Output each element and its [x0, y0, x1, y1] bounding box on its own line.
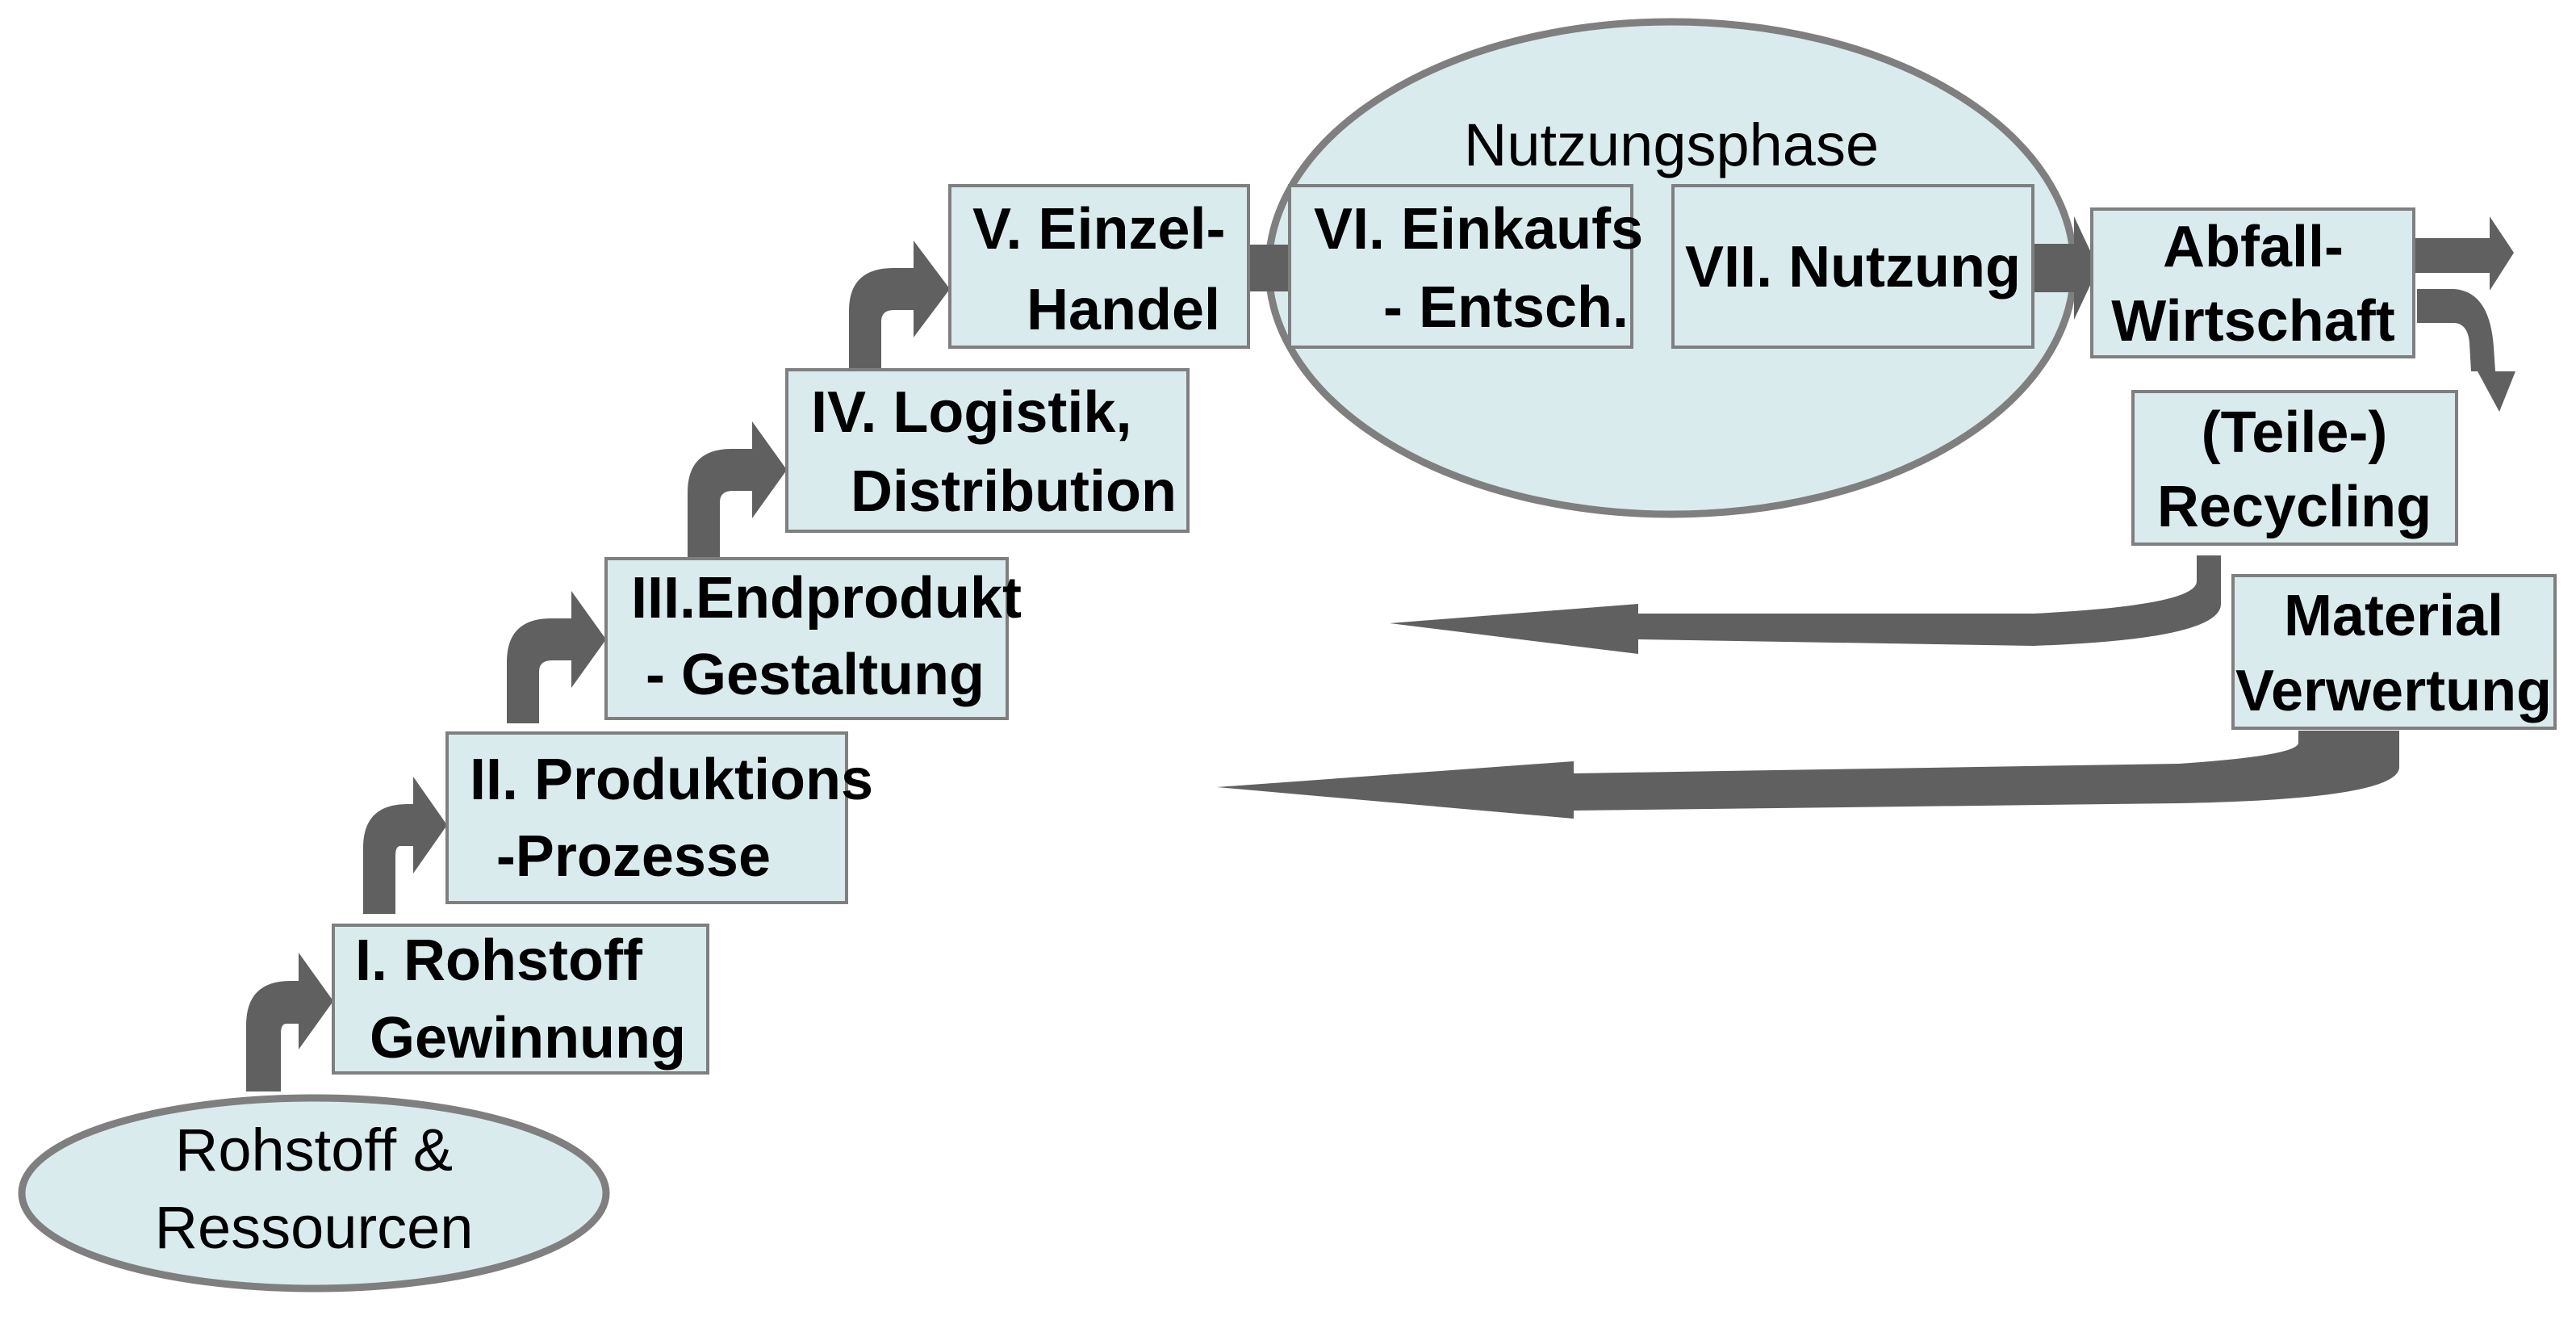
stage-box-I: I. Rohstoff Gewinnung	[332, 924, 709, 1075]
box-abfall-wirtschaft: Abfall- Wirtschaft	[2090, 207, 2415, 358]
arrow-V-to-VI	[1228, 210, 1317, 326]
stage-box-VI: VI. Einkaufs - Entsch.	[1288, 184, 1643, 349]
box-teile-recycling: (Teile-) Recycling	[2131, 390, 2458, 546]
teile-line2: Recycling	[2157, 475, 2432, 539]
stage-IV-line2: Distribution	[851, 459, 1177, 524]
stage-V-line2: Handel	[1027, 278, 1220, 342]
teile-line1: (Teile-)	[2202, 400, 2388, 465]
box-material-verwertung: Material Verwertung	[2231, 574, 2557, 730]
stage-III-line1: III.Endprodukt	[631, 566, 1022, 631]
stage-III-line2: - Gestaltung	[646, 643, 985, 707]
step-arrow-II-to-III	[507, 591, 606, 723]
arrow-abfall-to-recycling	[2417, 289, 2515, 412]
stage-box-VII: VII. Nutzung	[1671, 184, 2034, 349]
source-label-line2: Ressourcen	[155, 1194, 474, 1261]
return-arrow-material	[1217, 731, 2399, 819]
step-arrow-IV-to-V	[849, 241, 950, 370]
stage-I-line1: I. Rohstoff	[355, 928, 643, 993]
stage-box-IV: IV. Logistik, Distribution	[785, 368, 1190, 533]
material-line1: Material	[2284, 584, 2503, 648]
arrow-abfall-out	[2414, 216, 2514, 291]
use-phase-title: Nutzungsphase	[1464, 111, 1879, 178]
stage-IV-line1: IV. Logistik,	[811, 380, 1131, 445]
stage-VI-line2: - Entsch.	[1383, 275, 1629, 340]
return-arrow-recycling	[1390, 555, 2221, 654]
source-label-line1: Rohstoff &	[175, 1117, 453, 1184]
stage-II-line2: -Prozesse	[496, 824, 771, 889]
stage-V-line1: V. Einzel-	[972, 197, 1225, 262]
stage-VI-line1: VI. Einkaufs	[1314, 197, 1643, 262]
stage-I-line2: Gewinnung	[370, 1006, 686, 1071]
source-ellipse	[18, 1094, 610, 1293]
stage-box-V: V. Einzel- Handel	[948, 184, 1250, 349]
abfall-line1: Abfall-	[2163, 215, 2344, 279]
step-arrow-I-to-II	[363, 777, 447, 914]
stage-box-III: III.Endprodukt - Gestaltung	[604, 557, 1022, 720]
abfall-line2: Wirtschaft	[2111, 289, 2394, 354]
stage-box-II: II. Produktions -Prozesse	[445, 731, 873, 904]
stage-VII-line1: VII. Nutzung	[1685, 235, 2021, 300]
step-arrow-III-to-IV	[688, 421, 787, 559]
stage-II-line1: II. Produktions	[470, 748, 873, 812]
material-line2: Verwertung	[2235, 659, 2552, 723]
arrow-VII-to-abfall	[2033, 216, 2098, 320]
step-arrow-source-to-I	[246, 953, 333, 1091]
